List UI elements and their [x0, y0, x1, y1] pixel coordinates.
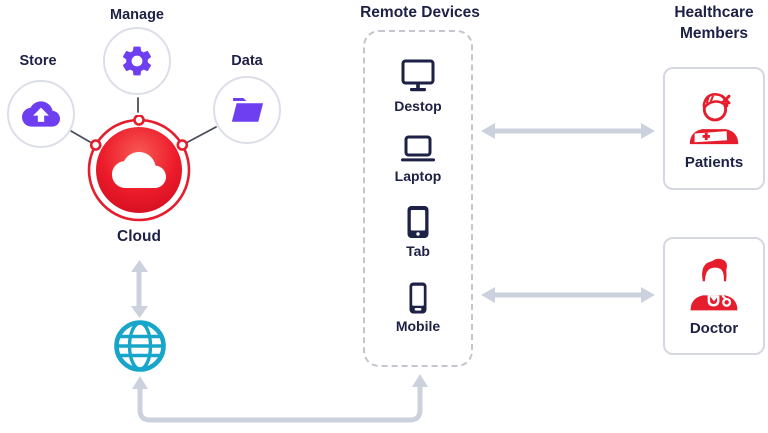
doctor-label: Doctor: [689, 320, 739, 337]
cloud-globe-double-arrow: [131, 260, 148, 318]
device-label: Mobile: [395, 318, 441, 334]
cloud-label: Cloud: [117, 228, 161, 245]
manage-label: Manage: [110, 7, 164, 23]
gear-icon: [122, 46, 152, 76]
device-label: Laptop: [394, 168, 442, 184]
patients-label: Patients: [684, 153, 744, 171]
remote-devices-box: Destop Laptop Tab Mobile: [363, 30, 473, 367]
mobile-icon: [409, 282, 427, 314]
device-item-desktop: Destop: [365, 58, 471, 114]
store-label: Store: [19, 53, 57, 69]
manage-node: [103, 27, 171, 95]
remote-devices-title: Remote Devices: [360, 4, 480, 21]
tablet-icon: [407, 206, 429, 238]
doctor-card: Doctor: [663, 237, 765, 355]
device-item-laptop: Laptop: [365, 134, 471, 184]
internet-node: [112, 318, 168, 374]
folder-icon: [231, 97, 264, 122]
cloud-upload-icon: [22, 101, 60, 127]
doctor-icon: [690, 258, 738, 311]
healthcare-members-title: Healthcare Members: [674, 4, 754, 42]
patient-icon: [689, 92, 739, 144]
cloud-icon: [112, 152, 166, 188]
device-label: Tab: [406, 243, 430, 259]
patients-card: Patients: [663, 67, 765, 190]
device-item-mobile: Mobile: [365, 282, 471, 334]
desktop-icon: [401, 59, 435, 92]
cloud-node: [84, 114, 194, 225]
store-node: [7, 80, 75, 148]
devices-patients-double-arrow: [481, 123, 655, 139]
globe-devices-connector: [132, 374, 428, 423]
globe-icon: [114, 320, 166, 372]
cloud-ring: [87, 114, 191, 222]
device-item-tab: Tab: [365, 205, 471, 259]
devices-doctor-double-arrow: [481, 287, 655, 303]
laptop-icon: [401, 135, 435, 162]
data-label: Data: [231, 53, 263, 69]
data-node: [213, 76, 281, 144]
device-label: Destop: [394, 98, 442, 114]
